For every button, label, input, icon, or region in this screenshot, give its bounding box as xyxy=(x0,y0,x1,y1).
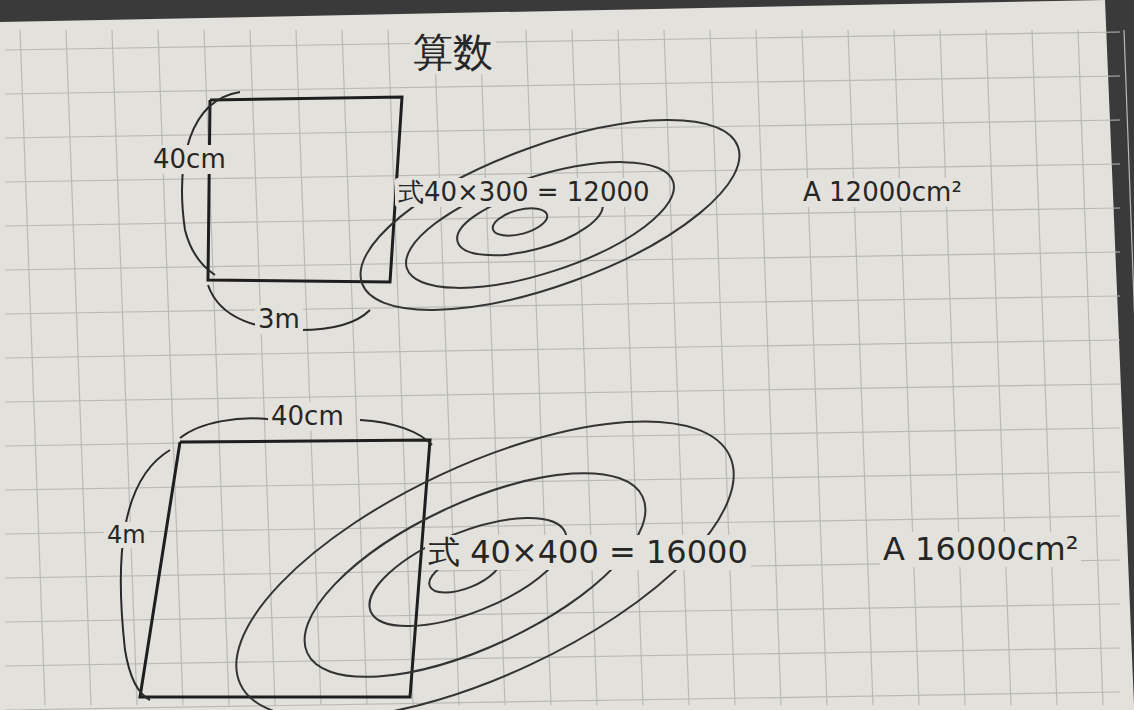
width-arc xyxy=(180,418,275,438)
spiral-ring xyxy=(196,361,774,710)
grid-line xyxy=(112,30,137,705)
grid-line xyxy=(5,648,1120,666)
grid-line xyxy=(20,30,45,705)
grid-line xyxy=(618,30,643,705)
grid-line xyxy=(5,296,1120,314)
dimension-label: 40cm xyxy=(268,402,347,431)
grid-line xyxy=(848,30,873,705)
grid-line xyxy=(5,76,1120,94)
spiral-ring xyxy=(277,432,673,710)
grid-line xyxy=(894,30,919,705)
formula-text: 式40×300 = 12000 xyxy=(395,178,653,207)
formula-text: 式 40×400 = 16000 xyxy=(425,535,751,570)
grid-line xyxy=(480,30,505,705)
grid-line xyxy=(5,120,1120,138)
grid-line xyxy=(1124,30,1134,705)
grid-line xyxy=(5,604,1120,622)
height-arc xyxy=(182,92,240,275)
page-title: 算数 xyxy=(410,30,496,74)
grid-line xyxy=(1032,30,1057,705)
grid-line xyxy=(664,30,689,705)
grid-line xyxy=(158,30,183,705)
grid-line xyxy=(204,30,229,705)
dimension-label: 40cm xyxy=(150,145,229,174)
dimension-label: 3m xyxy=(255,305,303,334)
answer-text: A 16000cm² xyxy=(880,532,1081,567)
grid-line xyxy=(5,208,1120,226)
grid-line xyxy=(5,428,1120,446)
spiral-ring xyxy=(356,496,581,649)
spiral-ring xyxy=(392,136,688,314)
grid-line xyxy=(5,340,1120,358)
grid-line xyxy=(5,384,1120,402)
grid-line xyxy=(802,30,827,705)
grid-line xyxy=(342,30,367,705)
grid-line xyxy=(296,30,321,705)
dimension-arcs xyxy=(121,92,432,700)
grid-lines xyxy=(5,30,1134,710)
grid-line xyxy=(66,30,91,705)
answer-text: A 12000cm² xyxy=(800,178,965,207)
spiral-scribbles xyxy=(196,81,774,710)
top-rectangle xyxy=(208,97,402,282)
dimension-label: 4m xyxy=(104,522,149,548)
spiral-ring xyxy=(490,203,550,241)
bottom-rectangle xyxy=(140,440,430,697)
grid-line xyxy=(5,692,1120,710)
grid-line xyxy=(526,30,551,705)
grid-line xyxy=(940,30,965,705)
height-arc xyxy=(121,450,170,700)
rectangle-figures xyxy=(140,97,430,697)
grid-line xyxy=(756,30,781,705)
grid-line xyxy=(5,32,1120,50)
width-arc xyxy=(360,420,432,445)
spiral-ring xyxy=(338,81,762,349)
grid-line xyxy=(986,30,1011,705)
